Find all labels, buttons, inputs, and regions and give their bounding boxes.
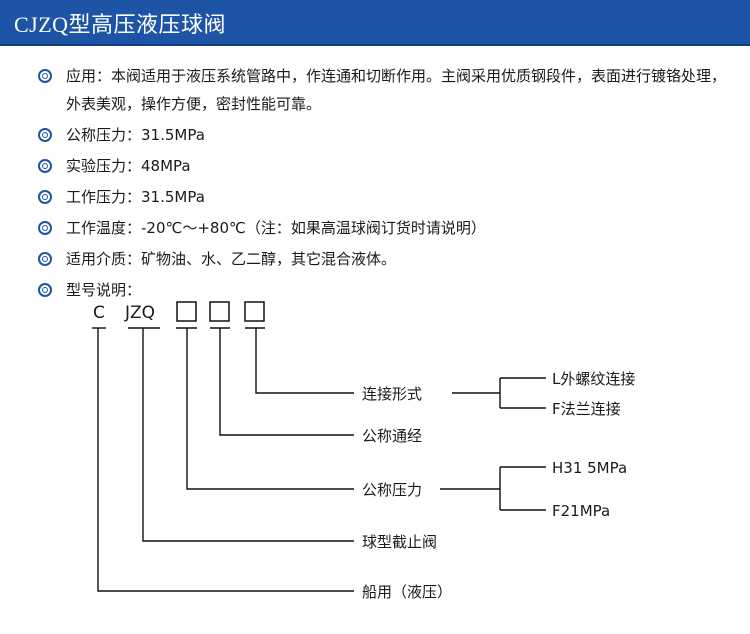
option-pressure-h: H31 5MPa bbox=[552, 459, 627, 477]
page-title: CJZQ型高压液压球阀 bbox=[14, 12, 227, 37]
leader-marine bbox=[97, 328, 354, 592]
label-valve-type: 球型截止阀 bbox=[362, 533, 437, 551]
label-marine: 船用（液压） bbox=[362, 583, 452, 601]
code-prefix: C bbox=[93, 303, 105, 323]
spec-text: 工作温度：-20℃～+80℃（注：如果高温球阀订货时请说明） bbox=[66, 219, 486, 237]
double-circle-bullet-icon bbox=[38, 283, 52, 297]
code-slot-diameter-box bbox=[209, 301, 230, 322]
label-nominal-diameter: 公称通经 bbox=[362, 427, 422, 445]
leader-valve-type bbox=[142, 328, 354, 542]
double-circle-bullet-icon bbox=[38, 221, 52, 235]
spec-item-working-pressure: 工作压力：31.5MPa bbox=[38, 183, 738, 211]
double-circle-bullet-icon bbox=[38, 159, 52, 173]
option-pressure-f: F21MPa bbox=[552, 502, 610, 520]
leader-pressure bbox=[186, 328, 354, 490]
spec-text: 工作压力：31.5MPa bbox=[66, 188, 205, 206]
spec-list: 应用：本阀适用于液压系统管路中，作连通和切断作用。主阀采用优质钢段件，表面进行镀… bbox=[38, 62, 738, 307]
code-slot-pressure-box bbox=[176, 301, 197, 322]
spec-item-model-legend: 型号说明： bbox=[38, 276, 738, 304]
option-connection-l: L外螺纹连接 bbox=[552, 370, 635, 388]
spec-text: 适用介质：矿物油、水、乙二醇，其它混合液体。 bbox=[66, 250, 397, 268]
code-series: JZQ bbox=[124, 303, 155, 323]
spec-text: 应用：本阀适用于液压系统管路中，作连通和切断作用。主阀采用优质钢段件，表面进行镀… bbox=[66, 67, 727, 113]
spec-text: 实验压力：48MPa bbox=[66, 157, 191, 175]
double-circle-bullet-icon bbox=[38, 69, 52, 83]
leader-diameter bbox=[219, 328, 354, 436]
spec-item-working-temperature: 工作温度：-20℃～+80℃（注：如果高温球阀订货时请说明） bbox=[38, 214, 738, 242]
spec-item-test-pressure: 实验压力：48MPa bbox=[38, 152, 738, 180]
leader-connection bbox=[255, 328, 354, 394]
double-circle-bullet-icon bbox=[38, 190, 52, 204]
double-circle-bullet-icon bbox=[38, 128, 52, 142]
double-circle-bullet-icon bbox=[38, 252, 52, 266]
spec-item-application: 应用：本阀适用于液压系统管路中，作连通和切断作用。主阀采用优质钢段件，表面进行镀… bbox=[38, 62, 738, 118]
code-slot-connection-box bbox=[244, 301, 265, 322]
title-bar: CJZQ型高压液压球阀 bbox=[0, 0, 750, 46]
spec-text: 型号说明： bbox=[66, 281, 142, 299]
label-nominal-pressure: 公称压力 bbox=[362, 481, 422, 499]
label-connection: 连接形式 bbox=[362, 385, 422, 403]
option-connection-f: F法兰连接 bbox=[552, 400, 621, 418]
spec-item-medium: 适用介质：矿物油、水、乙二醇，其它混合液体。 bbox=[38, 245, 738, 273]
spec-text: 公称压力：31.5MPa bbox=[66, 126, 205, 144]
spec-item-nominal-pressure: 公称压力：31.5MPa bbox=[38, 121, 738, 149]
